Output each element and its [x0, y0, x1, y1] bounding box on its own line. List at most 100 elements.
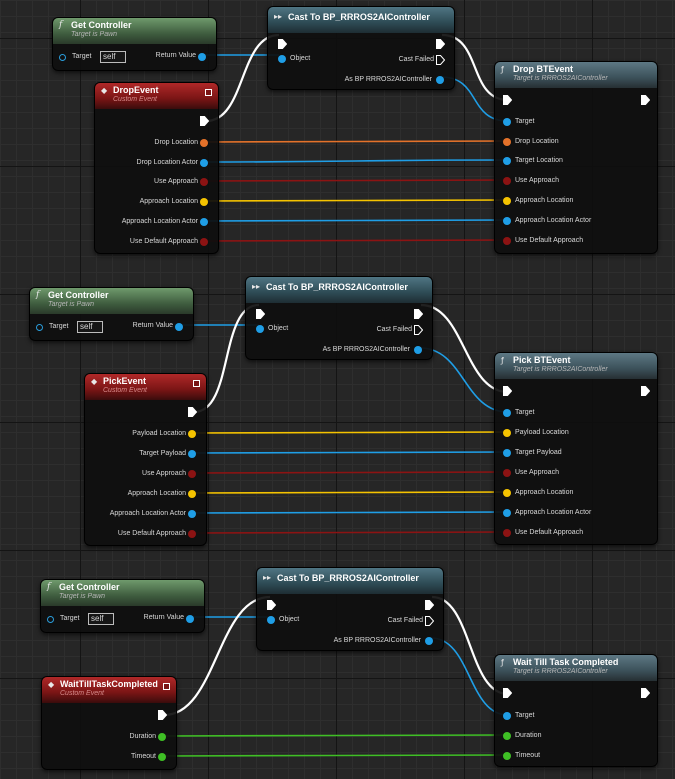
event-exec-out-pin[interactable]	[188, 407, 197, 417]
use-default-approach-pin[interactable]	[188, 530, 196, 538]
use-approach-pin[interactable]	[200, 178, 208, 186]
object-pin[interactable]	[267, 616, 275, 624]
approach-location-actor-pin[interactable]	[503, 217, 511, 225]
duration-pin[interactable]	[158, 733, 166, 741]
exec-out-pin[interactable]	[414, 309, 423, 319]
use-approach-pin[interactable]	[503, 469, 511, 477]
cast-failed-pin[interactable]	[425, 616, 434, 626]
exec-in-pin[interactable]	[256, 309, 265, 319]
exec-out-pin[interactable]	[425, 600, 434, 610]
target-self-field[interactable]: self	[100, 51, 126, 63]
approach-location-actor-pin[interactable]	[503, 509, 511, 517]
event-diamond-icon: ◆	[48, 680, 55, 689]
target-pin[interactable]	[59, 54, 66, 61]
wait-event-node-subtitle: Custom Event	[60, 690, 104, 697]
delegate-pin-icon[interactable]	[163, 683, 170, 690]
target-pin-label: Target	[49, 323, 69, 330]
target-self-field[interactable]: self	[88, 613, 114, 625]
duration-label: Duration	[515, 732, 542, 739]
target-pin[interactable]	[503, 712, 511, 720]
return-value-pin[interactable]	[186, 615, 194, 623]
drop-location-actor-pin[interactable]	[200, 159, 208, 167]
cast-node-2-header[interactable]: ▸▸Cast To BP_RRROS2AIController	[246, 277, 432, 303]
drop-location-pin[interactable]	[200, 139, 208, 147]
as-controller-label: As BP RRROS2AIController	[344, 76, 432, 83]
target-label: Target	[515, 409, 535, 416]
call-exec-in-pin[interactable]	[503, 386, 512, 396]
return-value-pin[interactable]	[175, 323, 183, 331]
cast-node-1-header[interactable]: ▸▸Cast To BP_RRROS2AIController	[268, 7, 454, 33]
event-exec-out-pin[interactable]	[200, 116, 209, 126]
approach-location-pin[interactable]	[188, 490, 196, 498]
duration-pin[interactable]	[503, 732, 511, 740]
payload-location-pin[interactable]	[188, 430, 196, 438]
object-pin[interactable]	[256, 325, 264, 333]
call-exec-in-pin[interactable]	[503, 95, 512, 105]
target-pin[interactable]	[47, 616, 54, 623]
payload-location-pin[interactable]	[503, 429, 511, 437]
exec-in-pin[interactable]	[267, 600, 276, 610]
as-controller-pin[interactable]	[414, 346, 422, 354]
approach-location-actor-pin[interactable]	[200, 218, 208, 226]
exec-in-pin[interactable]	[278, 39, 287, 49]
call-exec-out-pin[interactable]	[641, 386, 650, 396]
return-value-pin[interactable]	[198, 53, 206, 61]
use-default-approach-pin[interactable]	[503, 529, 511, 537]
as-controller-pin[interactable]	[425, 637, 433, 645]
timeout-pin[interactable]	[503, 752, 511, 760]
call-exec-in-pin[interactable]	[503, 688, 512, 698]
cast-failed-pin[interactable]	[436, 55, 445, 65]
target-pin[interactable]	[36, 324, 43, 331]
exec-out-pin[interactable]	[436, 39, 445, 49]
as-controller-pin[interactable]	[436, 76, 444, 84]
use-default-approach-pin[interactable]	[503, 237, 511, 245]
approach-location-pin[interactable]	[503, 489, 511, 497]
use-default-approach-pin[interactable]	[200, 238, 208, 246]
drop-location-pin[interactable]	[503, 138, 511, 146]
delegate-pin-icon[interactable]	[193, 380, 200, 387]
cast-failed-pin[interactable]	[414, 325, 423, 335]
function-f-icon: f	[36, 290, 40, 300]
approach-location-pin[interactable]	[503, 197, 511, 205]
use-approach-pin[interactable]	[503, 177, 511, 185]
event-exec-out-pin[interactable]	[158, 710, 167, 720]
cast-node-3-title: Cast To BP_RRROS2AIController	[277, 573, 419, 583]
timeout-pin[interactable]	[158, 753, 166, 761]
approach-location-actor-label: Approach Location Actor	[515, 217, 592, 224]
approach-location-pin[interactable]	[200, 198, 208, 206]
call-exec-out-pin[interactable]	[641, 95, 650, 105]
delegate-pin-icon[interactable]	[205, 89, 212, 96]
target-pin[interactable]	[503, 409, 511, 417]
approach-location-actor-pin[interactable]	[188, 510, 196, 518]
target-location-pin[interactable]	[503, 157, 511, 165]
cast-node-3-header[interactable]: ▸▸Cast To BP_RRROS2AIController	[257, 568, 443, 594]
target-payload-pin[interactable]	[188, 450, 196, 458]
use-approach-pin[interactable]	[188, 470, 196, 478]
call-exec-out-pin[interactable]	[641, 688, 650, 698]
target-pin[interactable]	[503, 118, 511, 126]
target-self-field[interactable]: self	[77, 321, 103, 333]
object-pin[interactable]	[278, 55, 286, 63]
target-payload-pin[interactable]	[503, 449, 511, 457]
